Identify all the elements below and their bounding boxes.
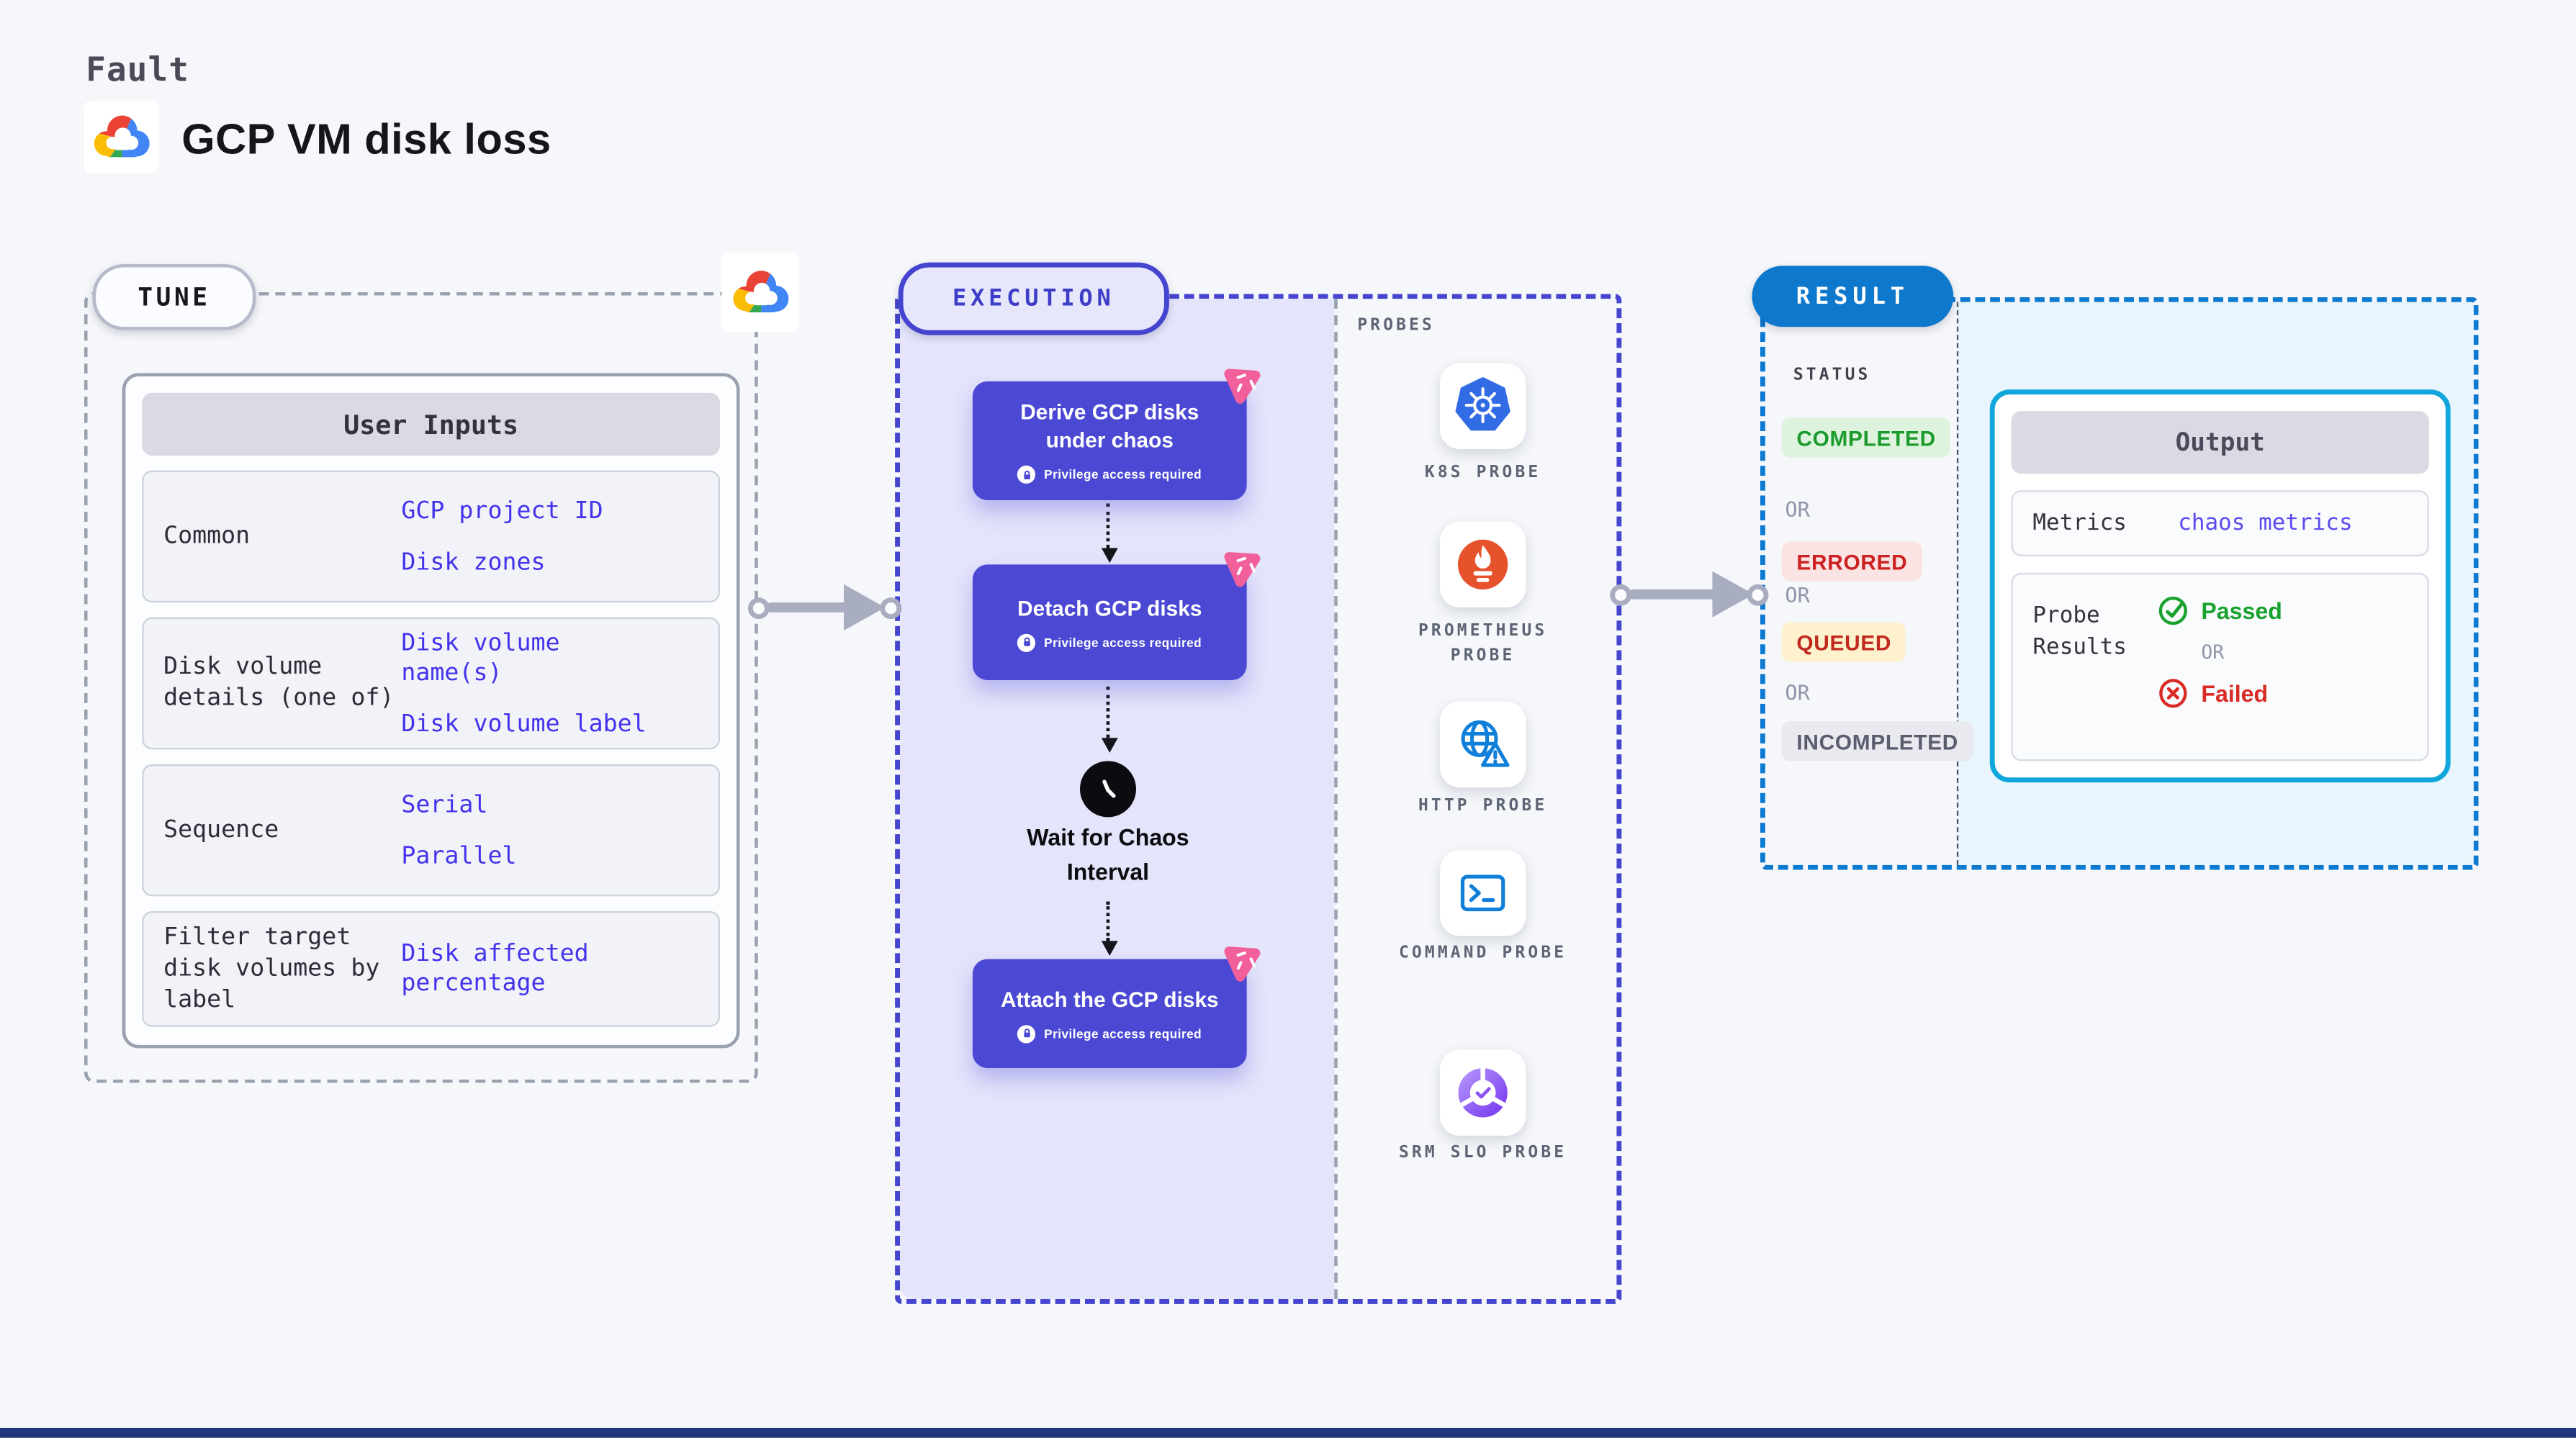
privilege-note: Privilege access required [1017,633,1202,651]
failed-label: Failed [2201,679,2269,707]
probe-label-command: COMMAND PROBE [1399,944,1567,963]
chaos-badge-icon [1224,368,1261,404]
arrow-end-dot [1747,583,1769,605]
probe-results-row: Probe Results Passed OR [2011,572,2429,761]
privilege-note-text: Privilege access required [1044,634,1202,650]
probe-label-http: HTTP PROBE [1418,797,1548,816]
kubernetes-icon [1440,363,1526,449]
or-separator: OR [1785,582,1810,608]
metrics-row: Metrics chaos metrics [2011,490,2429,556]
chaos-metrics-link[interactable]: chaos metrics [2178,510,2353,537]
privilege-note: Privilege access required [1017,1024,1202,1043]
step-derive-gcp-disks: Derive GCP disks under chaos Privilege a… [972,368,1261,500]
row-label: Common [163,522,251,549]
probe-label-srm-slo: SRM SLO PROBE [1399,1144,1567,1162]
gcp-logo-tune [721,252,800,333]
terminal-icon [1440,850,1526,936]
slo-donut-icon [1440,1049,1526,1136]
status-badge-queued: QUEUED [1781,622,1906,662]
tune-section [84,291,758,1083]
user-input-row-disk-volume: Disk volume details (one of) Disk volume… [142,617,721,750]
execution-probes-divider [1334,299,1338,1300]
user-inputs-header: User Inputs [142,392,721,456]
output-header: Output [2011,411,2429,474]
arrow-end-dot [880,597,902,618]
output-card: Output Metrics chaos metrics Probe Resul… [1989,389,2451,783]
dotted-connector [1106,901,1110,941]
user-input-row-sequence: Sequence Serial Parallel [142,764,721,897]
or-separator: OR [1785,679,1810,705]
dotted-connector-arrowhead [1100,738,1117,753]
flow-arrow-tune-to-execution [747,578,902,638]
http-globe-icon [1440,701,1526,788]
step-title: Derive GCP disks under chaos [1020,399,1199,453]
probe-label-k8s: K8S PROBE [1424,463,1541,482]
arrow-line [1628,589,1721,600]
probes-header: PROBES [1357,317,1435,335]
link-parallel[interactable]: Parallel [401,842,517,869]
user-inputs-card: User Inputs Common GCP project ID Disk z… [122,373,740,1049]
metrics-label: Metrics [2032,510,2127,537]
tune-pill: TUNE [92,263,256,330]
clock-icon [1080,761,1136,818]
status-header: STATUS [1793,366,1871,385]
lock-icon [1017,465,1036,484]
probe-result-failed: Failed [2158,679,2282,708]
chaos-badge-icon [1224,946,1261,982]
user-input-row-common: Common GCP project ID Disk zones [142,470,721,603]
arrow-head-icon [844,584,886,631]
privilege-note-text: Privilege access required [1044,1026,1202,1041]
probe-label-prometheus: PROMETHEUS PROBE [1418,622,1548,666]
fault-kicker: Fault [86,49,190,89]
privilege-note-text: Privilege access required [1044,467,1202,482]
status-badge-completed: COMPLETED [1781,417,1951,458]
dotted-connector-arrowhead [1100,941,1117,956]
row-label: Filter target disk volumes by label [163,923,380,1013]
step-title: Attach the GCP disks [1000,986,1219,1011]
dotted-connector-arrowhead [1100,548,1117,564]
probe-results-label: Probe Results [2032,602,2127,661]
dotted-connector [1106,687,1110,738]
page-title: GCP VM disk loss [181,114,551,164]
arrow-line [766,602,852,612]
link-serial[interactable]: Serial [401,791,488,818]
chaos-badge-icon [1224,552,1261,587]
link-disk-volume-names[interactable]: Disk volume name(s) [401,630,560,686]
or-separator: OR [2201,640,2225,664]
flow-arrow-execution-to-result [1610,564,1769,624]
window-bottom-edge [0,1427,2576,1438]
arrow-head-icon [1712,571,1754,618]
step-detach-gcp-disks: Detach GCP disks Privilege access requir… [972,552,1261,680]
or-separator: OR [1785,497,1810,522]
passed-label: Passed [2201,597,2282,624]
link-gcp-project-id[interactable]: GCP project ID [401,497,603,525]
status-badge-errored: ERRORED [1781,541,1922,582]
wait-for-chaos-interval-label: Wait for Chaos Interval [1027,823,1189,885]
lock-icon [1017,633,1036,651]
dotted-connector [1106,503,1110,548]
row-label: Disk volume details (one of) [163,654,395,712]
step-title: Detach GCP disks [1017,594,1202,620]
probe-result-passed: Passed [2158,596,2282,625]
link-disk-zones[interactable]: Disk zones [401,548,546,576]
result-pill: RESULT [1752,266,1954,327]
lock-icon [1017,1024,1036,1043]
execution-pill: EXECUTION [898,262,1169,335]
x-circle-icon [2159,679,2187,708]
link-disk-affected-percentage[interactable]: Disk affected percentage [401,941,589,998]
status-badge-incompleted: INCOMPLETED [1781,721,1973,761]
link-disk-volume-label[interactable]: Disk volume label [401,710,647,738]
prometheus-icon [1440,521,1526,608]
row-label: Sequence [163,816,279,843]
privilege-note: Privilege access required [1017,465,1202,484]
user-input-row-filter: Filter target disk volumes by label Disk… [142,911,721,1027]
step-attach-gcp-disks: Attach the GCP disks Privilege access re… [972,946,1261,1068]
check-circle-icon [2158,597,2187,625]
result-divider [1956,302,1959,865]
gcp-logo [84,100,159,173]
